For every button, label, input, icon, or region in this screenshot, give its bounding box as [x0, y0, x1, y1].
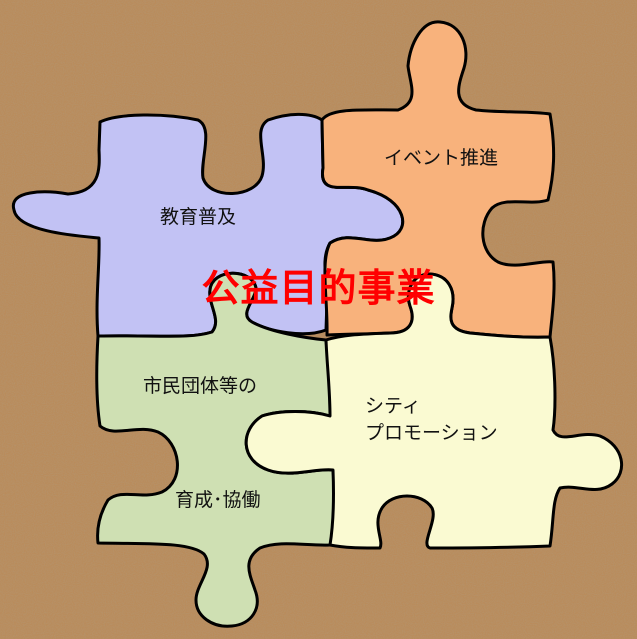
education-label: 教育普及: [160, 206, 237, 228]
city-label-line2: プロモーション: [365, 421, 498, 444]
puzzle-piece-event: [320, 20, 556, 339]
puzzle-piece-city: [244, 272, 623, 550]
citizen-label-top: 市民団体等の: [143, 375, 258, 397]
city-label-line1: シティ: [365, 395, 421, 417]
event-label: イベント推進: [384, 147, 499, 169]
citizen-label-bottom: 育成･協働: [175, 489, 261, 511]
puzzle-piece-citizen: [95, 271, 337, 628]
city-label: シティ プロモーション: [365, 393, 498, 446]
diagram-title: 公益目的事業: [201, 266, 436, 310]
